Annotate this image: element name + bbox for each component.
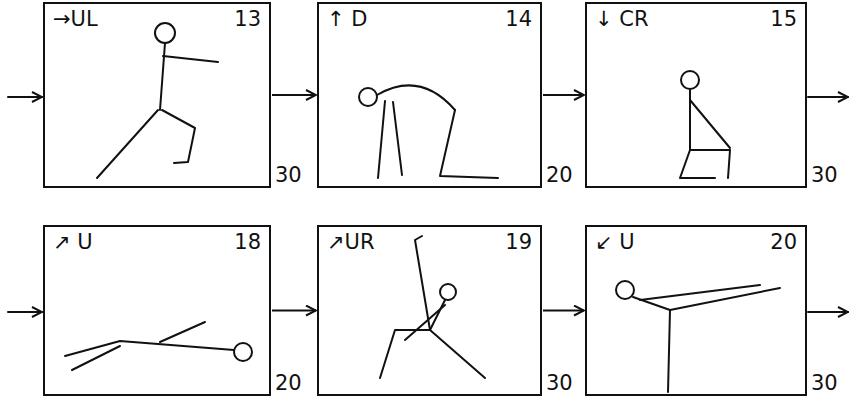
direction-code: ↗UR <box>327 229 375 255</box>
exercise-number: 13 <box>234 6 261 32</box>
duration-label: 30 <box>275 162 302 188</box>
duration-label: 20 <box>546 162 573 188</box>
duration-label: 30 <box>811 370 838 396</box>
direction-code: ↙ U <box>595 229 635 255</box>
exercise-box: ↗UR 19 <box>317 225 542 396</box>
duration-label: 20 <box>275 370 302 396</box>
flow-arrow <box>272 310 316 312</box>
flow-arrow <box>272 94 316 96</box>
exercise-box: →UL 13 <box>43 2 271 188</box>
direction-code: ↑ D <box>327 6 367 32</box>
exercise-number: 20 <box>770 229 797 255</box>
kneel-figure <box>680 71 730 178</box>
balance-figure <box>616 281 780 392</box>
flow-arrow <box>543 310 584 312</box>
exercise-box: ↗ U 18 <box>43 225 271 396</box>
exercise-box: ↙ U 20 <box>585 225 807 396</box>
entry-arrow <box>8 311 42 313</box>
duration-label: 30 <box>811 162 838 188</box>
direction-code: ↓ CR <box>595 6 649 32</box>
leg-raise-figure <box>380 236 485 378</box>
exercise-box: ↓ CR 15 <box>585 2 807 188</box>
exercise-box: ↑ D 14 <box>317 2 542 188</box>
lying-figure <box>65 322 252 370</box>
lunge-figure <box>97 23 218 178</box>
crawl-figure <box>359 85 498 178</box>
exit-arrow <box>808 96 848 98</box>
exit-arrow <box>808 311 848 313</box>
exercise-number: 19 <box>505 229 532 255</box>
direction-code: ↗ U <box>53 229 93 255</box>
exercise-number: 14 <box>505 6 532 32</box>
flow-arrow <box>543 94 584 96</box>
direction-code: →UL <box>53 6 98 32</box>
duration-label: 30 <box>546 370 573 396</box>
exercise-number: 15 <box>770 6 797 32</box>
exercise-number: 18 <box>234 229 261 255</box>
entry-arrow <box>8 96 42 98</box>
